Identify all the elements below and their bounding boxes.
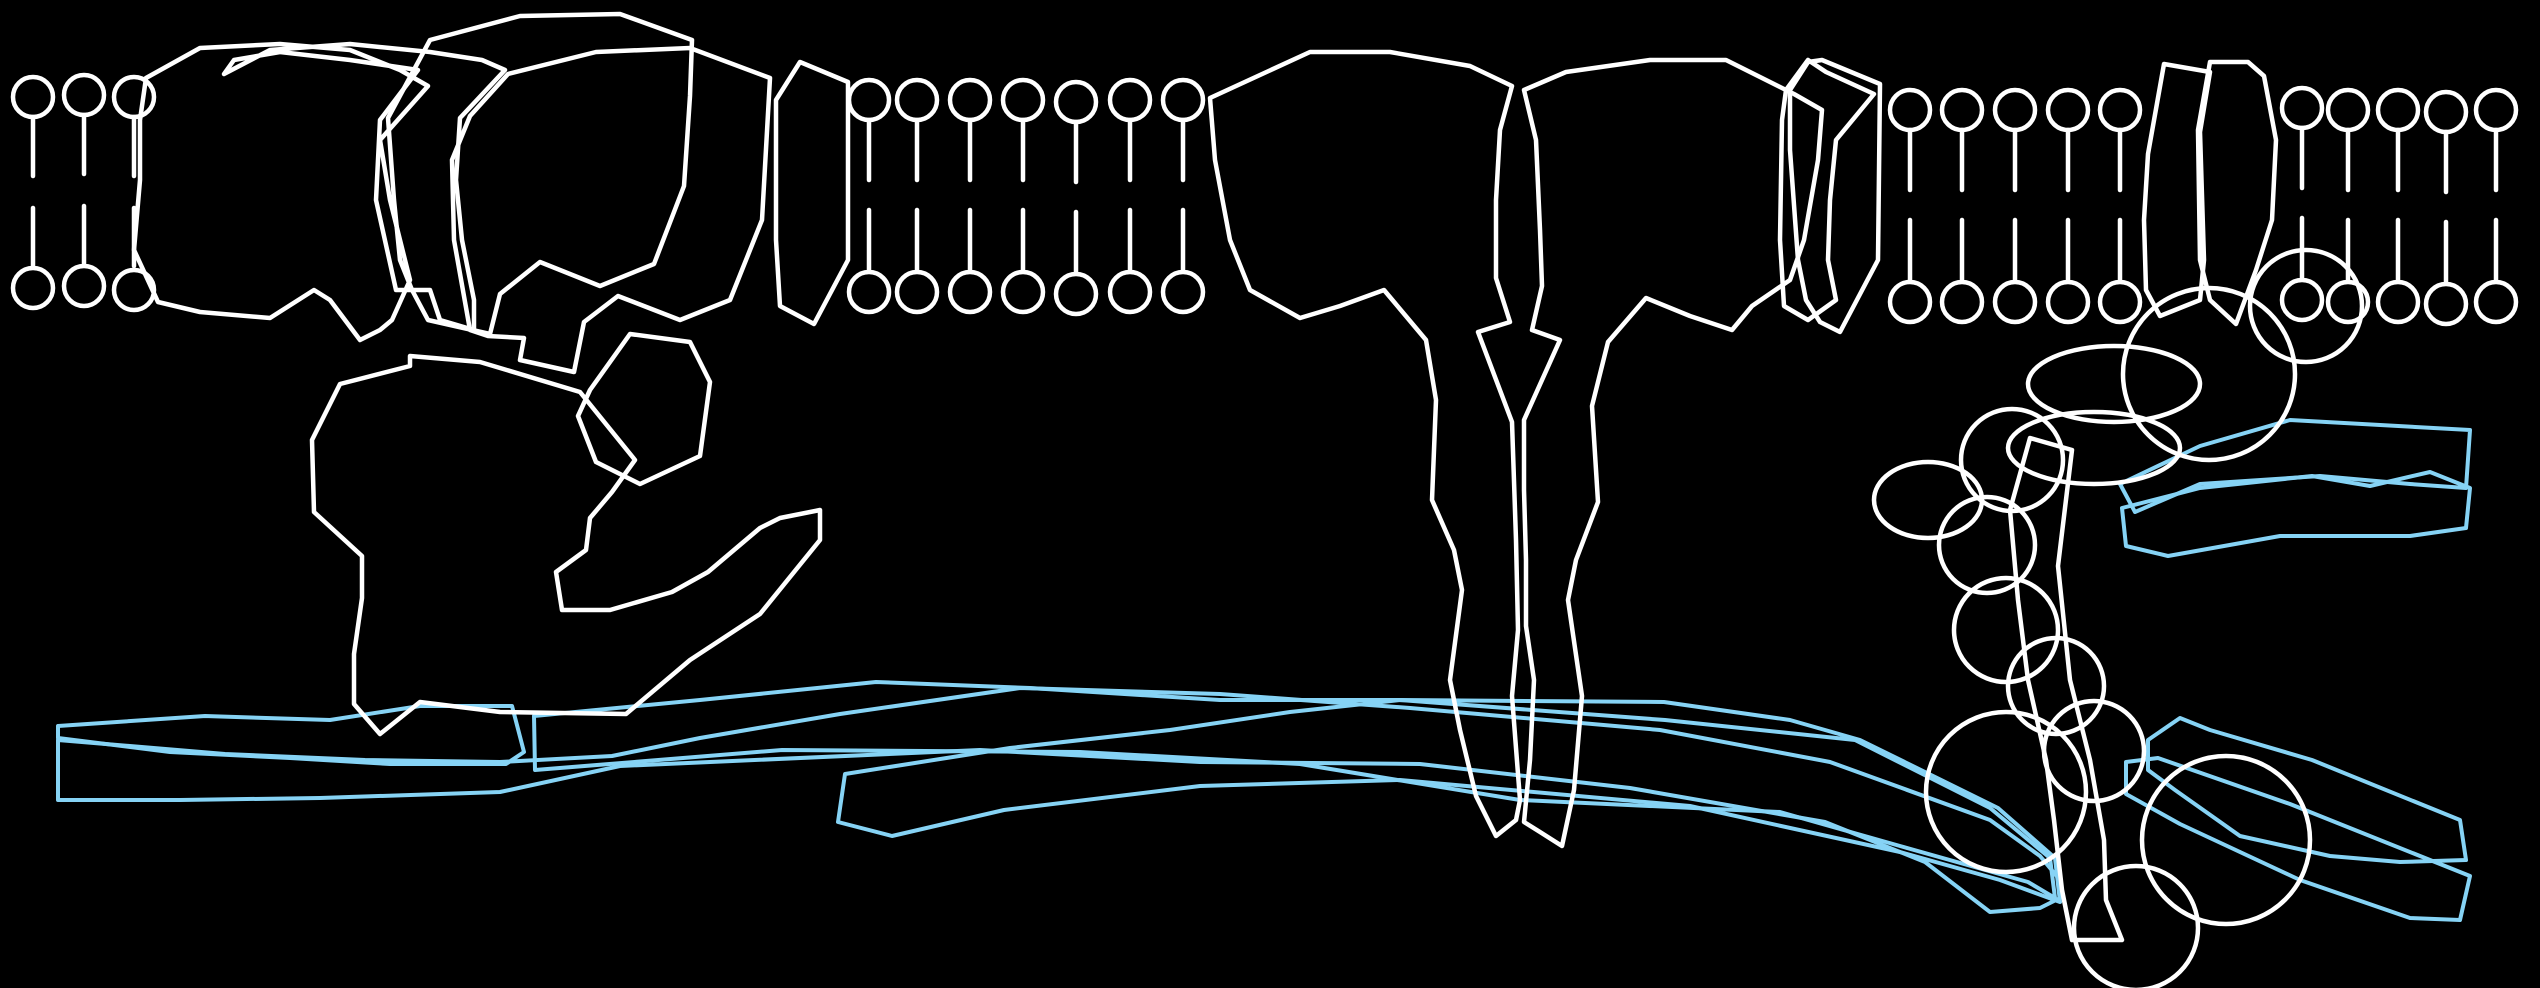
phospholipid xyxy=(2048,90,2088,322)
protein-subunit xyxy=(776,62,848,324)
phospholipid xyxy=(2328,90,2368,322)
bead xyxy=(2074,866,2198,988)
phospholipid xyxy=(1003,80,1043,312)
transmembrane-protein-right xyxy=(1780,60,2276,332)
phospholipid xyxy=(849,80,889,312)
lipid-group-2 xyxy=(849,80,1203,314)
lipid-group-3 xyxy=(1890,90,2140,322)
phospholipid xyxy=(2100,90,2140,322)
bead xyxy=(2028,346,2200,422)
filament xyxy=(838,700,2060,902)
phospholipid xyxy=(1890,90,1930,322)
bead xyxy=(2123,288,2295,460)
filament xyxy=(2126,758,2470,920)
protein-subunit xyxy=(1524,60,1822,846)
phospholipid xyxy=(1163,80,1203,312)
phospholipid xyxy=(2378,90,2418,322)
intracellular-domain xyxy=(312,356,820,734)
intracellular-domain xyxy=(578,334,710,484)
phospholipid xyxy=(950,80,990,312)
filament xyxy=(2148,718,2466,862)
protein-subunit xyxy=(388,14,692,334)
cytoskeletal-filaments xyxy=(58,420,2470,920)
phospholipid xyxy=(1995,90,2035,322)
lipid-group-4 xyxy=(2282,88,2516,324)
lipid-group-1 xyxy=(13,75,154,310)
filament xyxy=(58,688,2060,912)
phospholipid xyxy=(2282,88,2322,320)
bead xyxy=(1954,578,2058,682)
protein-subunit xyxy=(2198,62,2276,324)
phospholipid xyxy=(1110,80,1150,312)
phospholipid xyxy=(2476,90,2516,322)
protein-subunit xyxy=(134,44,428,340)
bead xyxy=(2250,250,2362,362)
protein-subunit xyxy=(452,48,770,372)
phospholipid xyxy=(2426,92,2466,324)
phospholipid xyxy=(897,80,937,312)
phospholipid xyxy=(13,77,53,308)
transmembrane-protein-complex-left xyxy=(134,14,848,734)
filament xyxy=(534,682,2055,898)
phospholipid xyxy=(1942,90,1982,322)
phospholipid xyxy=(64,75,104,306)
phospholipid xyxy=(1056,82,1096,314)
